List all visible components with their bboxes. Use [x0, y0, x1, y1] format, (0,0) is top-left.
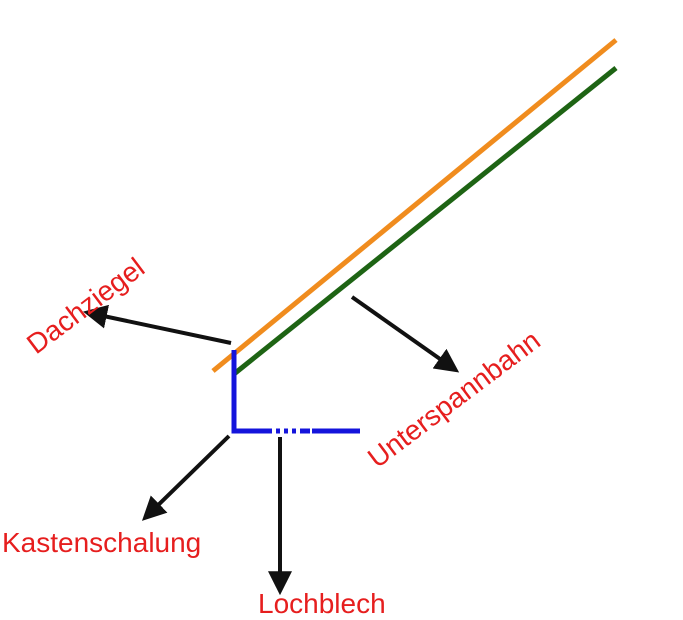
- arrow-box-boarding: [141, 434, 231, 521]
- label-underlay: Unterspannbahn: [362, 324, 546, 473]
- label-roof-tile: Dachziegel: [21, 252, 150, 360]
- arrow-underlay: [350, 295, 460, 373]
- arrow-roof-tile: [83, 304, 232, 345]
- underlay-line: [232, 66, 618, 376]
- box-boarding-line: [231, 350, 262, 434]
- label-box-boarding: Kastenschalung: [2, 527, 201, 558]
- roof-tile-line: [211, 38, 618, 373]
- label-perforated-sheet: Lochblech: [258, 588, 386, 619]
